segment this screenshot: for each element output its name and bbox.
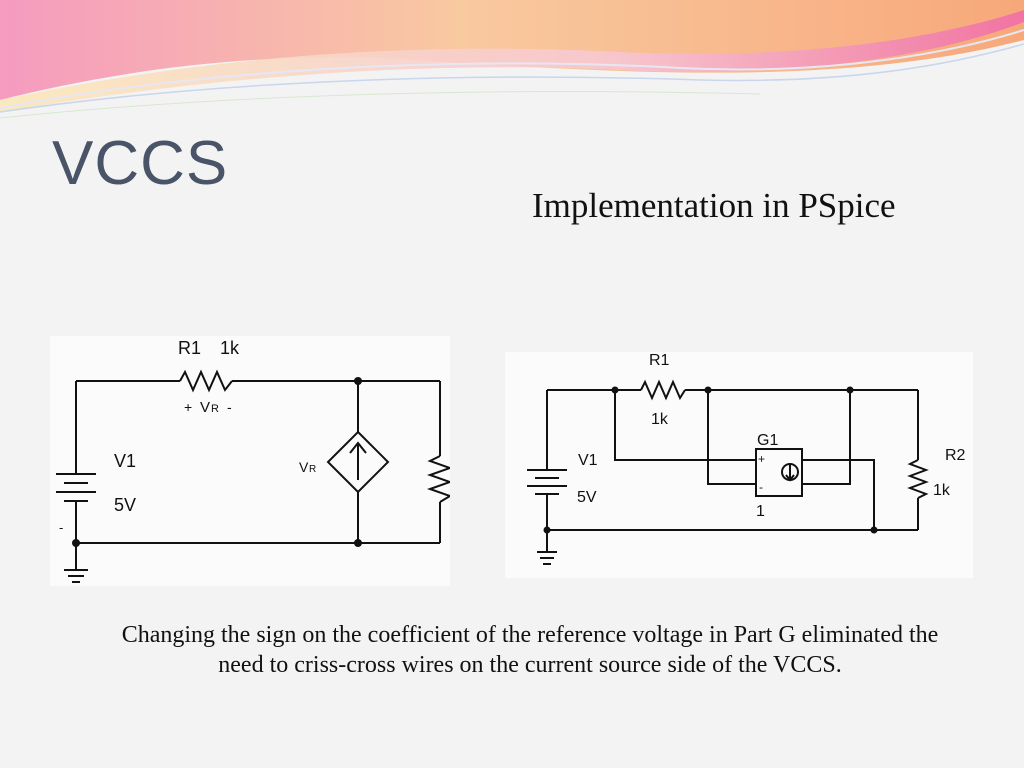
r2-value-label: 1k [933, 482, 951, 499]
caption-text: Changing the sign on the coefficient of … [121, 622, 939, 678]
junction-node [846, 386, 854, 394]
vr-minus-label: - [227, 399, 232, 415]
resistor-r1-symbol [640, 379, 686, 401]
wire-sense-plus [614, 390, 756, 461]
left-schematic: R1 1k + V R - V1 5V - V R R2 1k [50, 336, 450, 586]
battery-v1-symbol [56, 473, 96, 502]
wire-sense-minus [707, 390, 756, 485]
vr-label: V [200, 399, 210, 416]
r1-name-label: R1 [649, 352, 670, 369]
v1-name-label: V1 [578, 452, 598, 469]
g1-minus-label: - [759, 480, 763, 494]
r2-name-label: R2 [945, 447, 966, 464]
g1-current-arrow [785, 465, 795, 482]
ground-symbol [64, 543, 88, 583]
wire-output-top [802, 459, 875, 530]
slide-title: VCCS [52, 129, 229, 198]
right-schematic-drawing: R1 1k G1 + - 1 V1 5V R2 1k [527, 352, 966, 565]
v1-value-label: 5V [114, 495, 136, 515]
resistor-r2-symbol [907, 459, 929, 499]
battery-v1-symbol [527, 469, 567, 495]
vr-subscript: R [211, 403, 219, 415]
resistor-r2-symbol [426, 455, 450, 503]
resistor-r1-symbol [179, 369, 233, 393]
slide-subtitle: Implementation in PSpice [532, 186, 896, 225]
junction-node [704, 386, 712, 394]
r1-name-label: R1 [178, 338, 201, 358]
junction-node [611, 386, 619, 394]
left-schematic-drawing: R1 1k + V R - V1 5V - V R R2 1k [56, 338, 450, 583]
g1-plus-label: + [758, 452, 765, 466]
g1-box [755, 448, 803, 497]
ground-symbol [537, 530, 557, 565]
g1-value-label: 1 [756, 503, 765, 520]
source-v-label: V [299, 459, 309, 475]
r1-value-label: 1k [220, 338, 240, 358]
junction-node [354, 377, 362, 385]
decorative-banner [0, 0, 1024, 119]
right-schematic: R1 1k G1 + - 1 V1 5V R2 1k [505, 352, 973, 578]
g1-name-label: G1 [757, 432, 778, 449]
source-arrow [349, 441, 367, 480]
v1-minus-label: - [59, 520, 63, 535]
junction-node [543, 526, 551, 534]
v1-name-label: V1 [114, 451, 136, 471]
vr-plus-label: + [184, 399, 192, 415]
junction-node [354, 539, 362, 547]
wire-output-bottom [802, 390, 851, 485]
junction-node [72, 539, 80, 547]
source-v-subscript: R [309, 464, 316, 475]
v1-value-label: 5V [577, 489, 597, 506]
junction-node [870, 526, 878, 534]
r1-value-label: 1k [651, 411, 669, 428]
